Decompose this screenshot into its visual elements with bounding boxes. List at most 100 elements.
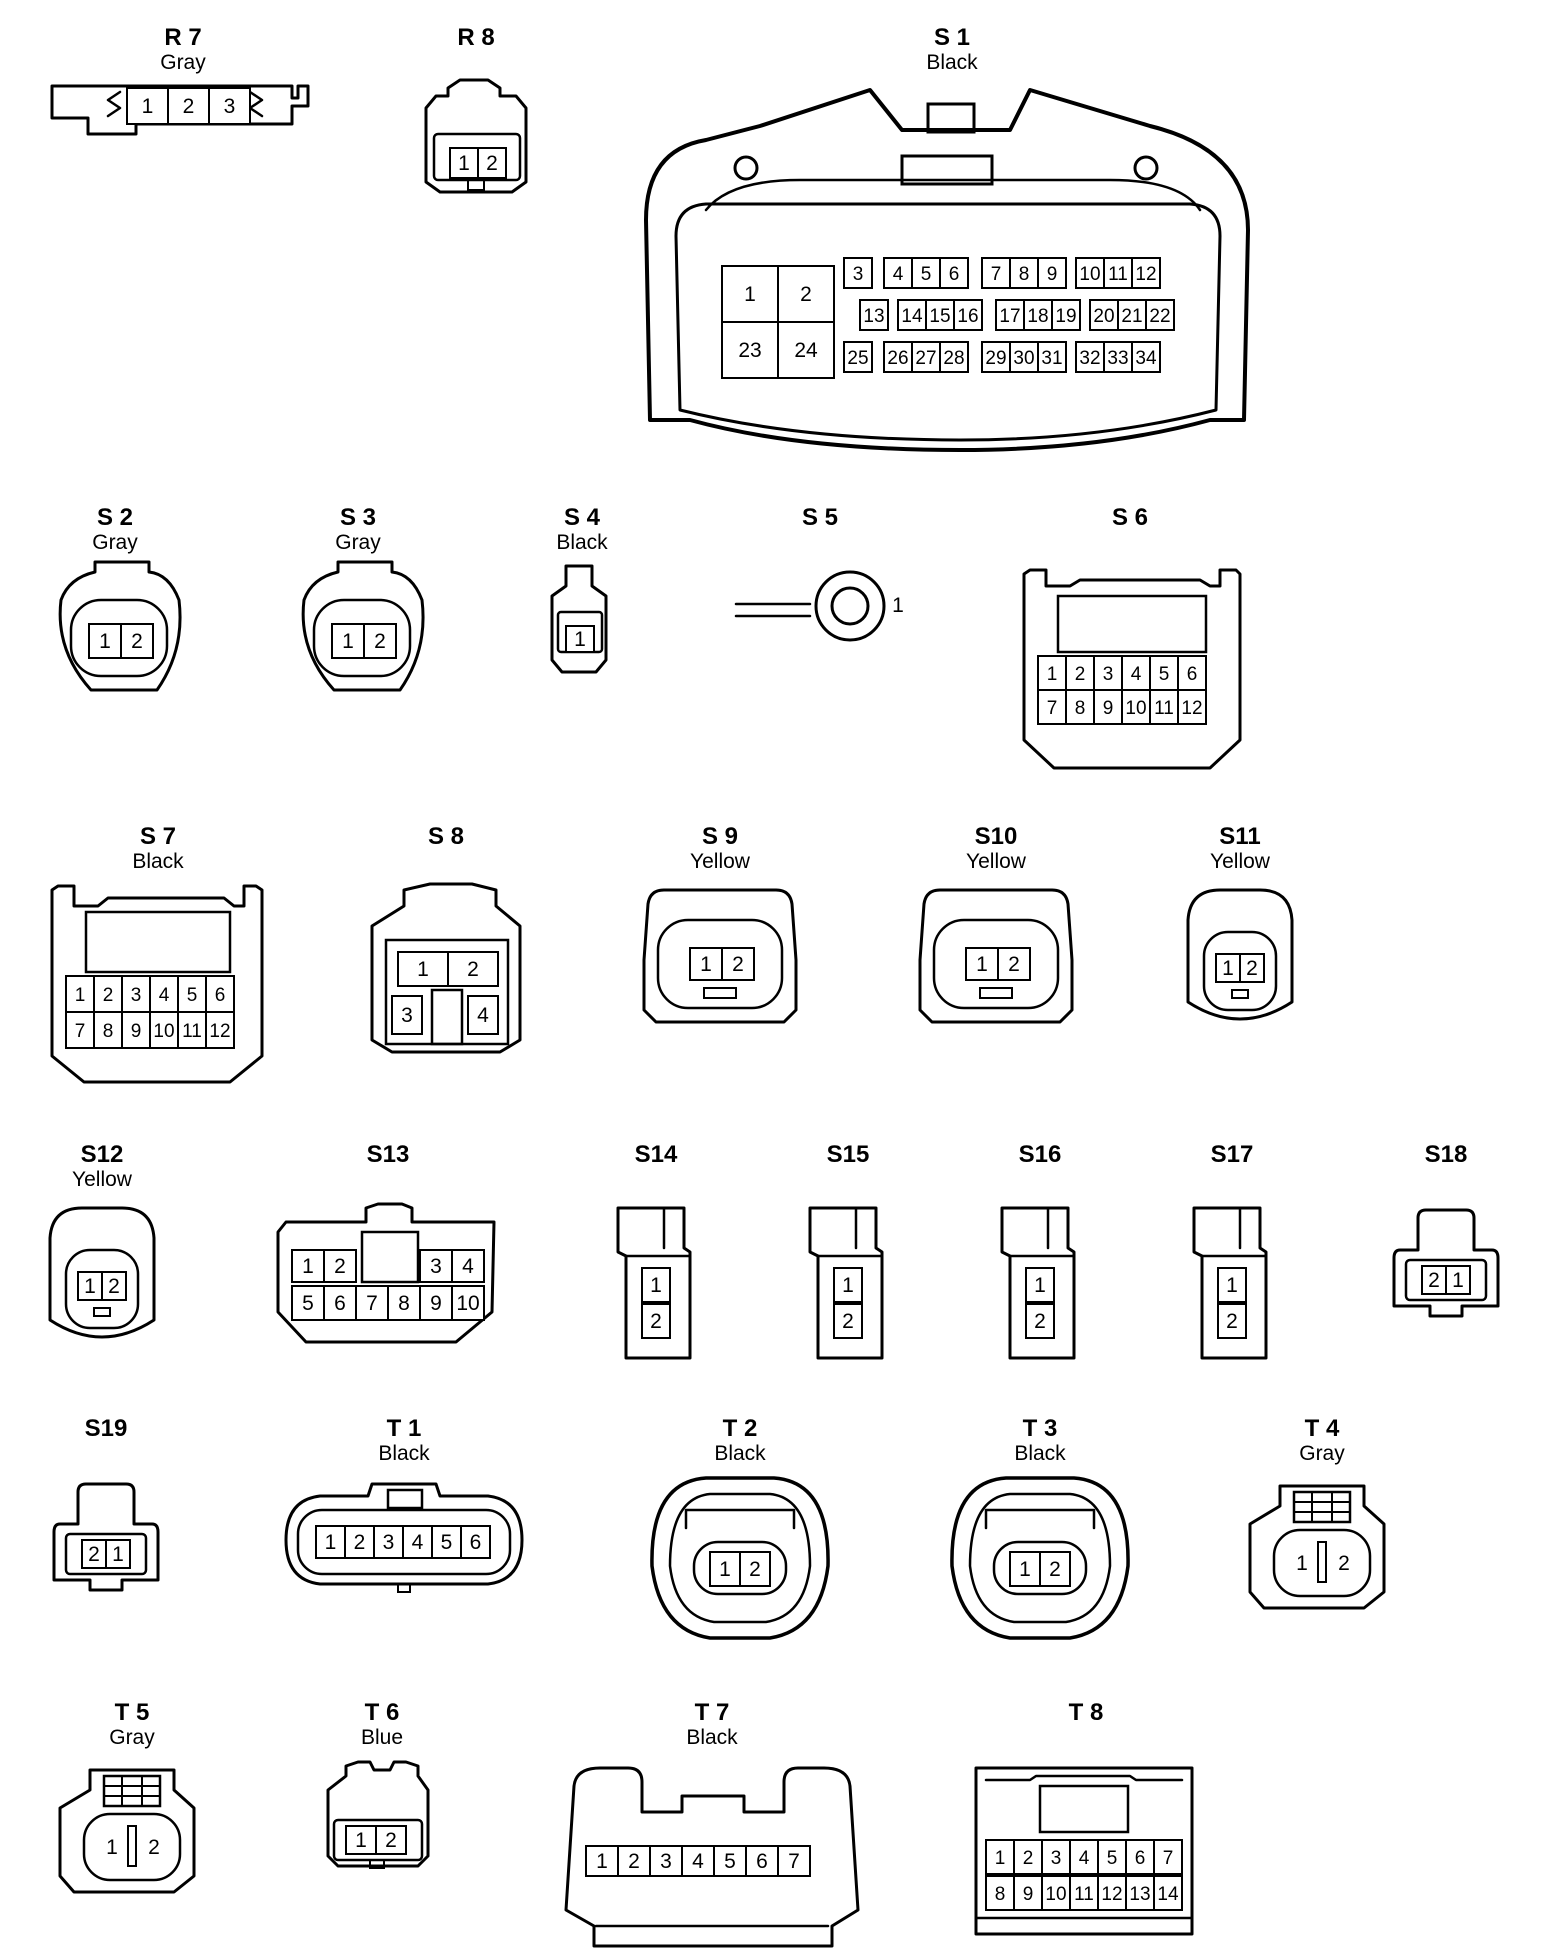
pin-cell	[1009, 257, 1039, 289]
pin-cell	[451, 1285, 485, 1321]
pin-cell	[431, 1525, 462, 1559]
connector-id-label: S14	[635, 1141, 678, 1168]
pin-number: 2	[354, 1531, 366, 1554]
inner-cavity	[692, 1540, 788, 1596]
pin-cell	[939, 257, 969, 289]
latch	[684, 1508, 796, 1530]
ring-terminal	[814, 570, 886, 642]
pin-number: 1	[700, 953, 712, 976]
pin-number: 10	[456, 1292, 479, 1315]
housing-part	[1231, 989, 1249, 999]
pin-number: 3	[430, 1255, 442, 1278]
pin-cell	[1153, 1839, 1183, 1875]
pin-cell	[1217, 1303, 1247, 1339]
pin-number: 1	[1047, 664, 1058, 685]
pin-number: 6	[215, 985, 226, 1006]
pin-number: 5	[187, 985, 198, 1006]
pin-number: 5	[441, 1531, 453, 1554]
wire-color-label: Yellow	[690, 850, 751, 873]
wire-color-label: Black	[556, 531, 608, 554]
housing-outline	[650, 1476, 830, 1640]
housing-outline	[1192, 1206, 1268, 1360]
pin-cell	[965, 947, 999, 981]
housing-outline	[48, 1206, 156, 1339]
pin-number: 12	[1135, 264, 1156, 285]
pin-cell	[1131, 341, 1161, 373]
pin-cell	[1125, 1839, 1155, 1875]
connector-id-label: S19	[85, 1415, 128, 1442]
pin-number: 14	[1157, 1884, 1179, 1905]
latch-grid	[1292, 1490, 1352, 1524]
pin-number: 16	[957, 306, 978, 327]
pin-cell	[859, 299, 889, 331]
lock-ridge	[926, 102, 976, 134]
latch	[816, 1206, 884, 1258]
mounting-hole	[733, 155, 759, 181]
pin-cell	[447, 951, 499, 987]
pin-number: 1	[99, 630, 111, 653]
pin-number: 19	[1055, 306, 1076, 327]
housing-part	[703, 987, 737, 999]
pin-number: 7	[1163, 1848, 1174, 1869]
connector-id-label: S 4	[564, 504, 601, 531]
housing-part	[386, 1488, 424, 1510]
pin-cell	[911, 257, 941, 289]
pin-cell	[1177, 689, 1207, 725]
housing-part	[93, 1307, 111, 1317]
wire-color-label: Yellow	[966, 850, 1027, 873]
housing-outline	[50, 84, 310, 136]
pin-number: 1	[325, 1531, 337, 1554]
connector-id-label: T 2	[723, 1415, 758, 1442]
connector-id-label: S13	[367, 1141, 410, 1168]
pin-number: 2	[1023, 1848, 1034, 1869]
divider	[127, 1825, 137, 1867]
pin-number: 2	[103, 985, 114, 1006]
pin-number: 1	[719, 1558, 731, 1581]
wire-color-label: Yellow	[1210, 850, 1271, 873]
housing-outline	[550, 564, 608, 674]
pin-number: 31	[1041, 348, 1062, 369]
housing-part	[1056, 594, 1208, 654]
pin-cell	[1153, 1875, 1183, 1911]
pin-number: 4	[1131, 664, 1142, 685]
housing-outline	[326, 1760, 430, 1868]
inner-cavity	[1202, 930, 1278, 1012]
pin-cell	[88, 623, 122, 659]
pin-number: 1	[112, 1543, 124, 1566]
wire-color-label: Black	[378, 1442, 430, 1465]
pin-number: 6	[1135, 1848, 1146, 1869]
pin-number: 7	[1047, 698, 1058, 719]
pin-number: 9	[131, 1021, 142, 1042]
latch	[984, 1508, 1096, 1530]
connector-id-label: S16	[1019, 1141, 1062, 1168]
inner-cavity	[932, 918, 1060, 1010]
pin-number: 15	[929, 306, 950, 327]
pin-cell	[387, 1285, 421, 1321]
connector-id-label: T 8	[1069, 1699, 1104, 1726]
pin-number: 33	[1107, 348, 1128, 369]
pin-number: 11	[182, 1021, 202, 1042]
latch-grid-lines	[1293, 1491, 1351, 1523]
wire-lead	[734, 602, 812, 618]
inner-wall	[968, 1492, 1112, 1624]
pin-number: 1	[417, 958, 429, 981]
pin-cell	[1445, 1265, 1471, 1295]
pin-number: 24	[794, 339, 818, 362]
pin-number: 17	[999, 306, 1020, 327]
pin-number: 9	[1023, 1884, 1034, 1905]
inner-cavity	[69, 598, 169, 678]
pin-number: 2	[486, 152, 498, 175]
housing-outline	[808, 1206, 884, 1360]
housing-outline	[644, 88, 1250, 452]
connector-id-label: S17	[1211, 1141, 1254, 1168]
pin-cell	[65, 975, 95, 1013]
pin-cell	[121, 975, 151, 1013]
